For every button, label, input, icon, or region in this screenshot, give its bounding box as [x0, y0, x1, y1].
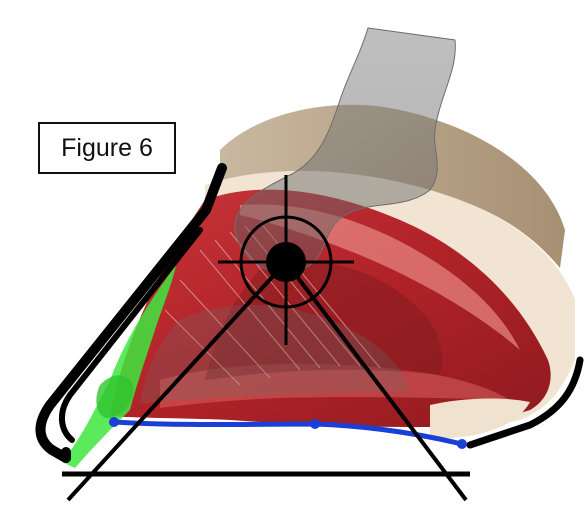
figure-label: Figure 6	[38, 122, 176, 174]
blue-point-right	[457, 439, 467, 449]
blue-point-middle	[310, 419, 320, 429]
blue-point-left	[109, 417, 119, 427]
